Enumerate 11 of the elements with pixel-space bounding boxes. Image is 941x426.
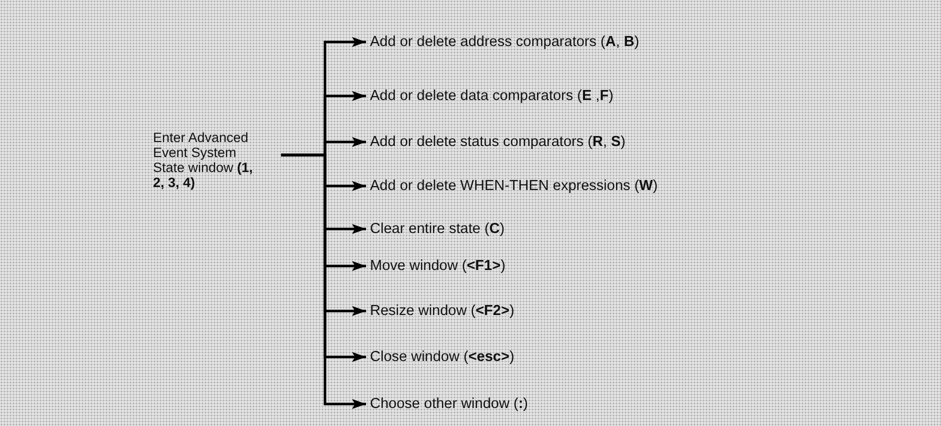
- menu-option: Move window (<F1>): [370, 256, 506, 276]
- arrow: [281, 154, 366, 409]
- menu-option: Add or delete address comparators (A, B): [370, 32, 640, 52]
- menu-option: Close window (<esc>): [370, 347, 514, 367]
- menu-option: Resize window (<F2>): [370, 301, 514, 321]
- menu-option: Choose other window (:): [370, 394, 528, 414]
- menu-option: Clear entire state (C): [370, 219, 505, 239]
- source-label: Enter Advanced Event System State window (1, 2, 3, 4): [153, 130, 265, 190]
- menu-option: Add or delete status comparators (R, S): [370, 132, 626, 152]
- menu-option: Add or delete data comparators (E ,F): [370, 86, 614, 106]
- menu-option: Add or delete WHEN-THEN expressions (W): [370, 176, 658, 196]
